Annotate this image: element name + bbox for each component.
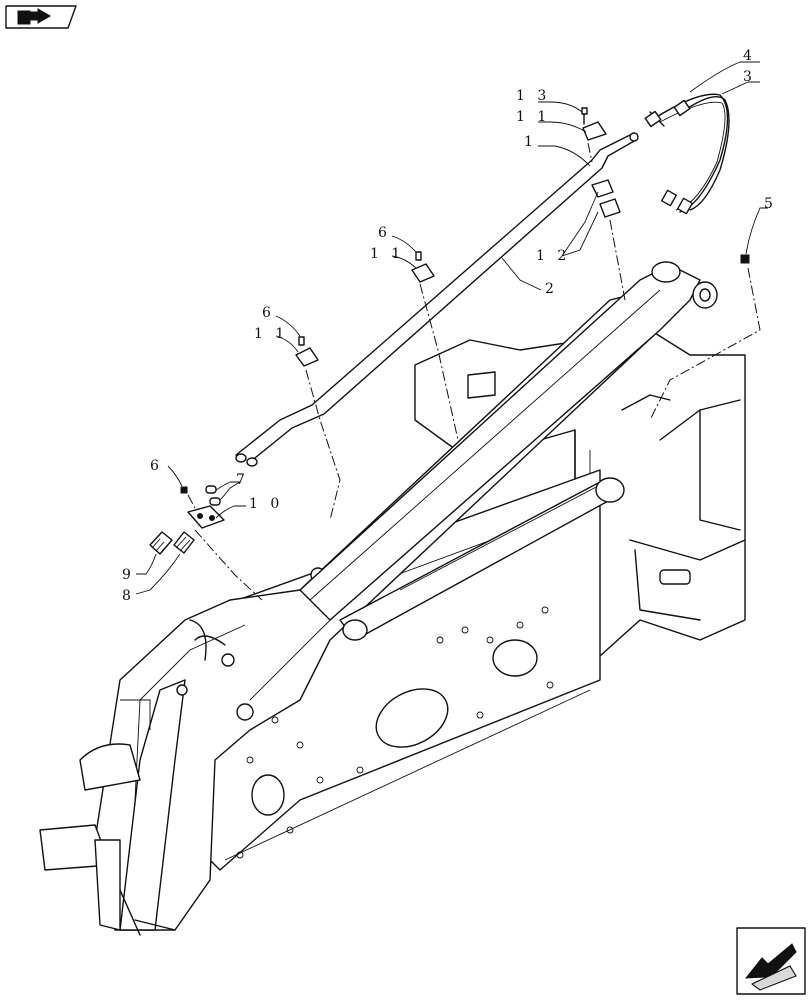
bolt-13 (581, 107, 588, 125)
callout-6-lower: 6 (150, 458, 163, 474)
callout-4: 4 (743, 48, 756, 64)
callout-9: 9 (122, 567, 135, 583)
callout-13: 1 3 (516, 88, 550, 104)
coupler-9 (149, 531, 173, 555)
loader-frame (39, 261, 746, 936)
callout-6-left: 6 (262, 305, 275, 321)
caps-7 (205, 485, 221, 506)
callout-6-mid: 6 (378, 225, 391, 241)
nut-5 (740, 254, 750, 264)
assembly-lines (187, 142, 761, 601)
hydraulic-hoses (644, 93, 730, 215)
book-arrow-icon[interactable] (5, 5, 77, 29)
callout-7: 7 (236, 472, 249, 488)
callout-12: 1 2 (536, 248, 570, 264)
callout-3: 3 (743, 69, 756, 85)
next-page-arrow-icon[interactable] (736, 927, 806, 995)
callout-labels: 1 3 1 1 1 4 3 5 1 2 2 6 1 1 6 1 1 6 7 1 … (122, 48, 777, 604)
clip-11-left (295, 336, 319, 367)
callout-11-mid: 1 1 (370, 246, 404, 262)
small-parts (149, 107, 750, 555)
callout-5: 5 (764, 196, 777, 212)
clip-11-top (582, 121, 607, 141)
bracket-12 (591, 179, 621, 218)
clip-11-mid (411, 251, 435, 283)
leader-lines (135, 61, 768, 595)
coupler-8 (173, 531, 195, 554)
callout-8: 8 (122, 588, 135, 604)
callout-10: 1 0 (249, 496, 283, 512)
plate-10 (187, 505, 225, 529)
callout-11-top: 1 1 (516, 109, 550, 125)
bolt-6-lower (180, 486, 188, 494)
callout-11-left: 1 1 (254, 326, 288, 342)
callout-1: 1 (524, 134, 537, 150)
callout-2: 2 (545, 281, 558, 297)
hydraulic-tube-assembly (235, 132, 639, 467)
